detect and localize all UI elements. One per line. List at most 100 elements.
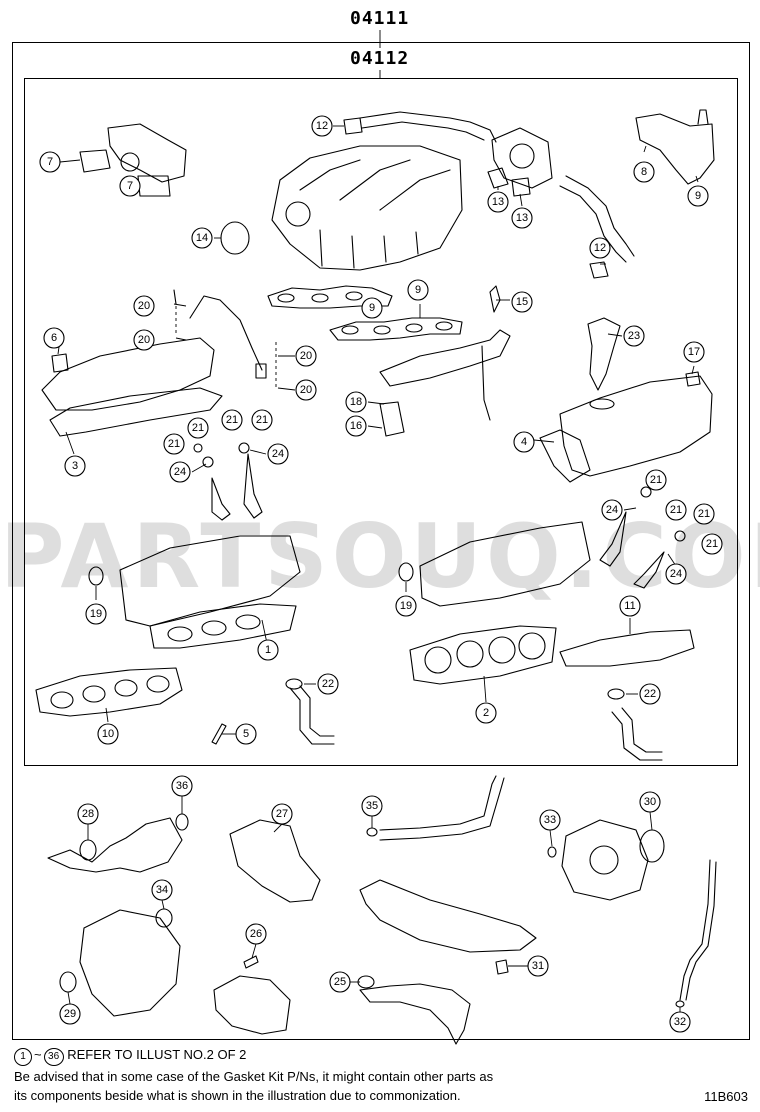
- part-gasket-3: [49, 387, 223, 437]
- svg-text:36: 36: [176, 780, 188, 792]
- svg-text:20: 20: [138, 334, 150, 346]
- kit-code-inner: 04112: [350, 48, 410, 69]
- part-cylinder-head-right: [419, 521, 591, 607]
- outer-kit-frame: [12, 42, 750, 1040]
- range-text: REFER TO ILLUST NO.2 OF 2: [67, 1047, 247, 1062]
- leader-lines: [57, 125, 699, 735]
- callout-16: 16: [345, 415, 367, 437]
- callout-26: 26: [245, 923, 267, 945]
- watermark: PARTSOUQ.COM: [0, 505, 760, 608]
- inner-kit-frame: [24, 78, 738, 766]
- svg-text:13: 13: [492, 196, 504, 208]
- svg-text:9: 9: [415, 284, 421, 296]
- advisory-line-2: its components beside what is shown in t…: [14, 1088, 461, 1103]
- svg-text:20: 20: [300, 384, 312, 396]
- callout-2: 2: [475, 702, 497, 724]
- part-oil-filler: [587, 317, 621, 391]
- part-gasket-7b: [137, 175, 171, 197]
- callout-1: 1: [257, 639, 279, 661]
- part-valve-cover-right: [559, 375, 713, 477]
- callout-35: 35: [361, 795, 383, 817]
- svg-text:21: 21: [192, 422, 204, 434]
- svg-text:12: 12: [594, 242, 606, 254]
- callout-20c: 20: [295, 345, 317, 367]
- part-timing-cover-seal: [47, 817, 183, 873]
- advisory-line-1: Be advised that in some case of the Gask…: [14, 1069, 494, 1084]
- svg-text:21: 21: [226, 414, 238, 426]
- part-timing-cover: [229, 819, 321, 903]
- svg-text:1: 1: [265, 644, 271, 656]
- callout-24a: 24: [169, 461, 191, 483]
- part-gasket-4: [539, 429, 591, 483]
- part-seal-6: [51, 353, 69, 373]
- callout-6: 6: [43, 327, 65, 349]
- svg-text:21: 21: [670, 504, 682, 516]
- part-oil-pump: [213, 975, 291, 1035]
- svg-text:7: 7: [127, 180, 133, 192]
- part-fuel-connector: [255, 363, 267, 379]
- part-cylinder-head-left: [119, 535, 301, 627]
- callout-30: 30: [639, 791, 661, 813]
- callout-21a: 21: [187, 417, 209, 439]
- part-seal-19b: [398, 562, 414, 582]
- svg-text:13: 13: [516, 212, 528, 224]
- part-pipe-end: [120, 152, 140, 172]
- part-fuel-pipe: [189, 295, 263, 371]
- svg-text:11: 11: [624, 600, 635, 612]
- part-valve-cover-left: [41, 337, 215, 411]
- svg-text:12: 12: [316, 120, 328, 132]
- svg-text:22: 22: [322, 678, 334, 690]
- callout-21g: 21: [693, 503, 715, 525]
- part-egr-pipe: [559, 185, 627, 263]
- callout-36: 36: [171, 775, 193, 797]
- part-water-pipe-right: [611, 711, 663, 761]
- svg-text:17: 17: [688, 346, 700, 358]
- svg-text:9: 9: [369, 302, 375, 314]
- svg-text:21: 21: [650, 474, 662, 486]
- part-gasket-12a: [343, 117, 363, 135]
- callout-9c: 9: [407, 279, 429, 301]
- part-oring-14: [220, 221, 250, 255]
- callout-18: 18: [345, 391, 367, 413]
- svg-text:21: 21: [256, 414, 268, 426]
- part-rear-seal-retainer: [561, 819, 649, 901]
- part-oil-strainer: [359, 983, 471, 1045]
- callout-5: 5: [235, 723, 257, 745]
- callout-21h: 21: [701, 533, 723, 555]
- range-from-badge: 1: [14, 1048, 32, 1066]
- svg-text:29: 29: [64, 1008, 76, 1020]
- footer-range-note: 1~36 REFER TO ILLUST NO.2 OF 2: [14, 1046, 246, 1066]
- callout-24b: 24: [267, 443, 289, 465]
- svg-text:9: 9: [695, 190, 701, 202]
- callout-21c: 21: [221, 409, 243, 431]
- part-fuel-rail: [379, 329, 511, 387]
- svg-text:24: 24: [174, 466, 186, 478]
- part-egr-valve: [491, 127, 553, 189]
- part-throttle-bore: [285, 201, 311, 227]
- part-intake-gasket-9a: [267, 285, 393, 309]
- part-upper-pipe: [359, 111, 497, 143]
- svg-text:2: 2: [483, 707, 489, 719]
- part-gasket-13b: [511, 177, 531, 197]
- part-gasket-5: [211, 723, 227, 745]
- callout-22a: 22: [317, 673, 339, 695]
- callout-21f: 21: [665, 499, 687, 521]
- callout-7b: 7: [119, 175, 141, 197]
- svg-text:32: 32: [674, 1016, 686, 1028]
- callout-25: 25: [329, 971, 351, 993]
- callout-21e: 21: [645, 469, 667, 491]
- part-water-outlet: [635, 113, 715, 185]
- callout-31: 31: [527, 955, 549, 977]
- part-valve-left-b: [243, 453, 263, 519]
- range-tilde: ~: [34, 1047, 42, 1062]
- part-exhaust-gasket-10: [35, 667, 183, 717]
- callout-12a: 12: [311, 115, 333, 137]
- callout-20b: 20: [133, 329, 155, 351]
- callout-20a: 20: [133, 295, 155, 317]
- callout-8: 8: [633, 161, 655, 183]
- callout-24d: 24: [665, 563, 687, 585]
- part-front-cover: [79, 909, 181, 1017]
- callout-34: 34: [151, 879, 173, 901]
- svg-text:19: 19: [400, 600, 412, 612]
